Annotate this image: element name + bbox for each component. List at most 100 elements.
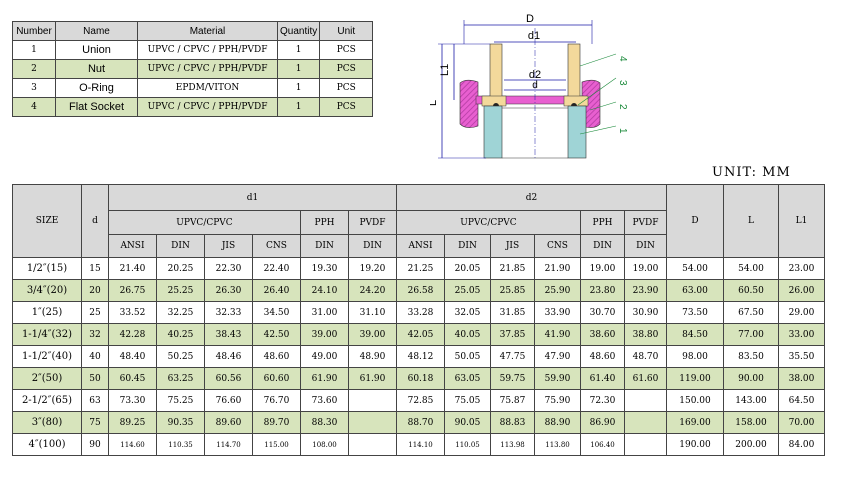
cell-d2: 23.80	[580, 279, 625, 302]
cell-d2: 59.90	[534, 367, 581, 390]
cell-d1: 32.33	[204, 301, 253, 324]
cell-d1: 24.20	[348, 279, 397, 302]
cell-D: 84.50	[666, 323, 724, 346]
cell-d1: 89.60	[204, 411, 253, 434]
cell-d2: 48.70	[624, 345, 667, 368]
unit-label: UNIT: MM	[712, 165, 791, 180]
cell-D: 54.00	[666, 257, 724, 280]
cell-d1: 22.40	[252, 257, 301, 280]
parts-header-name: Name	[55, 21, 138, 41]
part-number: 1	[12, 40, 56, 60]
cell-d: 75	[81, 411, 109, 434]
cell-d2: 113.80	[534, 433, 581, 456]
nut-left	[459, 79, 479, 128]
cell-L: 54.00	[723, 257, 779, 280]
cell-d1: 31.10	[348, 301, 397, 324]
cell-d2: 59.75	[490, 367, 535, 390]
cell-d1: 63.25	[156, 367, 205, 390]
cell-d1: 48.60	[252, 345, 301, 368]
cell-d: 15	[81, 257, 109, 280]
cell-size: 1″(25)	[12, 301, 82, 324]
cell-L: 143.00	[723, 389, 779, 412]
cell-d1: 31.00	[300, 301, 349, 324]
cell-d2: 38.80	[624, 323, 667, 346]
cell-d1: 48.46	[204, 345, 253, 368]
part-quantity: 1	[276, 97, 321, 117]
cell-d2: 42.05	[396, 323, 445, 346]
cell-d1: 60.45	[108, 367, 157, 390]
label-L1: L1	[439, 64, 451, 76]
cell-D: 169.00	[666, 411, 724, 434]
header-d2-pvdf-din: DIN	[624, 234, 667, 258]
cell-d1: 42.50	[252, 323, 301, 346]
cell-d2: 86.90	[580, 411, 625, 434]
cell-d1: 61.90	[348, 367, 397, 390]
cell-d1: 115.00	[252, 433, 301, 456]
header-d2-pph: PPH	[580, 210, 625, 235]
cell-d2: 32.05	[444, 301, 491, 324]
cell-d2: 31.85	[490, 301, 535, 324]
cell-d2: 47.90	[534, 345, 581, 368]
cell-d1: 73.30	[108, 389, 157, 412]
callout-3: 3	[617, 80, 628, 86]
cell-d1	[348, 433, 397, 456]
parts-header-material: Material	[137, 21, 278, 41]
cell-L1: 33.00	[778, 323, 825, 346]
cell-d1: 39.00	[348, 323, 397, 346]
socket-right	[567, 43, 581, 105]
cell-d1	[348, 389, 397, 412]
cell-d1: 22.30	[204, 257, 253, 280]
header-D: D	[666, 184, 724, 258]
cell-d1: 73.60	[300, 389, 349, 412]
cell-d1: 60.60	[252, 367, 301, 390]
cell-d: 40	[81, 345, 109, 368]
cell-D: 63.00	[666, 279, 724, 302]
cell-L: 60.50	[723, 279, 779, 302]
header-size: SIZE	[12, 184, 82, 258]
cell-size: 2-1/2″(65)	[12, 389, 82, 412]
header-d2-upvc-cpvc: UPVC/CPVC	[396, 210, 581, 235]
cell-d2: 30.90	[624, 301, 667, 324]
cell-d2	[624, 389, 667, 412]
cell-d1: 39.00	[300, 323, 349, 346]
cell-d1	[348, 411, 397, 434]
parts-header-row: Number Name Material Quantity Unit	[12, 21, 374, 41]
cell-d2: 88.90	[534, 411, 581, 434]
parts-row: 4 Flat Socket UPVC / CPVC / PPH/PVDF 1 P…	[12, 97, 374, 117]
cell-d: 20	[81, 279, 109, 302]
cell-d2: 75.05	[444, 389, 491, 412]
callout-1: 1	[617, 128, 628, 134]
cell-d1: 26.75	[108, 279, 157, 302]
cell-d1: 20.25	[156, 257, 205, 280]
cell-d: 25	[81, 301, 109, 324]
cell-L: 67.50	[723, 301, 779, 324]
cell-d1: 26.40	[252, 279, 301, 302]
cell-size: 3″(80)	[12, 411, 82, 434]
cell-d: 50	[81, 367, 109, 390]
label-d: d	[532, 80, 538, 91]
part-material: UPVC / CPVC / PPH/PVDF	[137, 59, 278, 79]
cell-d1: 19.30	[300, 257, 349, 280]
cell-d1: 61.90	[300, 367, 349, 390]
header-d1-pph-din: DIN	[300, 234, 349, 258]
cell-D: 119.00	[666, 367, 724, 390]
cell-d2: 25.05	[444, 279, 491, 302]
part-material: EPDM/VITON	[137, 78, 278, 98]
header-d: d	[81, 184, 109, 258]
header-d1: d1	[108, 184, 397, 211]
cell-d2: 33.90	[534, 301, 581, 324]
header-d2-jis: JIS	[490, 234, 535, 258]
cell-d2: 19.00	[580, 257, 625, 280]
cell-d2: 33.28	[396, 301, 445, 324]
union-left	[483, 105, 503, 159]
parts-row: 2 Nut UPVC / CPVC / PPH/PVDF 1 PCS	[12, 59, 374, 79]
cell-L1: 84.00	[778, 433, 825, 456]
cell-d2: 88.70	[396, 411, 445, 434]
cell-size: 3/4″(20)	[12, 279, 82, 302]
cell-d2: 30.70	[580, 301, 625, 324]
socket-left	[489, 43, 503, 105]
